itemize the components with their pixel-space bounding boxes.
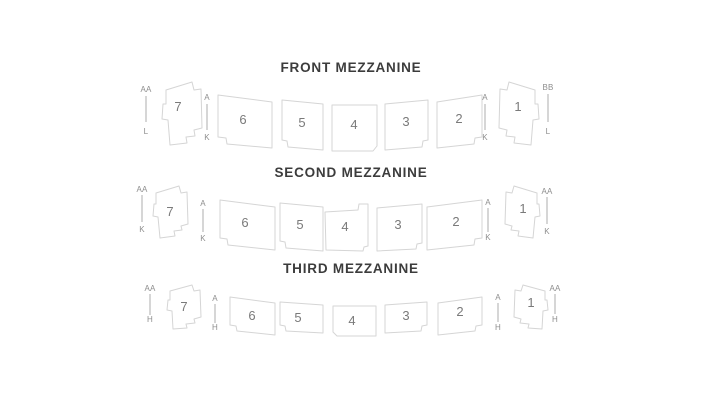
row-range-label-top: BB bbox=[542, 83, 553, 92]
front-mezzanine-map: AA L 7 A K 6 5 4 3 2 A K 1 BB L bbox=[140, 81, 553, 152]
second-mezzanine-section-1[interactable] bbox=[504, 185, 541, 239]
row-range-label-top: A bbox=[485, 198, 491, 207]
row-range-label-top: A bbox=[204, 93, 210, 102]
row-range-label-bottom: L bbox=[144, 127, 149, 136]
front-mezzanine-section-2[interactable] bbox=[436, 94, 483, 149]
section-number: 1 bbox=[519, 201, 526, 216]
second-mezzanine-section-5[interactable] bbox=[279, 202, 324, 252]
section-number: 4 bbox=[341, 219, 348, 234]
section-number: 1 bbox=[514, 99, 521, 114]
row-range-label-top: AA bbox=[549, 284, 561, 293]
section-number: 4 bbox=[348, 313, 355, 328]
section-number: 3 bbox=[402, 114, 409, 129]
section-number: 2 bbox=[452, 214, 459, 229]
section-number: 7 bbox=[166, 204, 173, 219]
second-mezzanine-section-4[interactable] bbox=[324, 203, 369, 252]
row-range-label-top: AA bbox=[136, 185, 148, 194]
section-number: 7 bbox=[180, 299, 187, 314]
row-range-label-top: A bbox=[212, 294, 218, 303]
third-mezzanine-section-2[interactable] bbox=[437, 296, 483, 336]
row-range-label-top: A bbox=[482, 93, 488, 102]
row-range-label-bottom: H bbox=[552, 315, 558, 324]
third-mezzanine-section-3[interactable] bbox=[384, 301, 428, 334]
section-number: 3 bbox=[394, 217, 401, 232]
section-number: 7 bbox=[174, 99, 181, 114]
section-number: 5 bbox=[294, 310, 301, 325]
third-mezzanine-section-5[interactable] bbox=[279, 301, 324, 334]
section-number: 3 bbox=[402, 308, 409, 323]
front-mezzanine-section-1[interactable] bbox=[498, 81, 540, 146]
section-number: 5 bbox=[296, 217, 303, 232]
third-mezzanine-section-4[interactable] bbox=[332, 305, 377, 337]
section-number: 2 bbox=[455, 111, 462, 126]
row-range-label-top: A bbox=[200, 199, 206, 208]
third-mezzanine-map: AA H 7 A H 6 5 4 3 2 A H 1 AA H bbox=[144, 284, 561, 337]
row-range-label-bottom: K bbox=[200, 234, 206, 243]
third-mezzanine-section-7[interactable] bbox=[166, 284, 202, 330]
row-range-label-bottom: K bbox=[139, 225, 145, 234]
level-title-third-mezzanine: THIRD MEZZANINE bbox=[283, 261, 419, 276]
third-mezzanine-section-1[interactable] bbox=[513, 284, 549, 330]
row-range-label-bottom: K bbox=[204, 133, 210, 142]
second-mezzanine-section-3[interactable] bbox=[376, 203, 423, 252]
section-number: 5 bbox=[298, 115, 305, 130]
third-mezzanine-section-6[interactable] bbox=[229, 296, 276, 336]
second-mezzanine-section-2[interactable] bbox=[426, 199, 483, 251]
front-mezzanine-section-4[interactable] bbox=[331, 104, 378, 152]
row-range-label-top: AA bbox=[541, 187, 553, 196]
row-range-label-bottom: H bbox=[212, 323, 218, 332]
row-range-label-bottom: K bbox=[544, 227, 550, 236]
second-mezzanine-section-7[interactable] bbox=[152, 185, 189, 239]
front-mezzanine-section-7[interactable] bbox=[161, 81, 203, 146]
front-mezzanine-section-3[interactable] bbox=[384, 99, 429, 151]
level-title-second-mezzanine: SECOND MEZZANINE bbox=[274, 165, 428, 180]
section-number: 1 bbox=[527, 295, 534, 310]
row-range-label-top: A bbox=[495, 293, 501, 302]
section-number: 6 bbox=[248, 308, 255, 323]
row-range-label-top: AA bbox=[140, 85, 152, 94]
second-mezzanine-map: AA K 7 A K 6 5 4 3 2 A K 1 AA K bbox=[136, 185, 553, 252]
row-range-label-top: AA bbox=[144, 284, 156, 293]
front-mezzanine-section-5[interactable] bbox=[281, 99, 324, 151]
row-range-label-bottom: K bbox=[482, 133, 488, 142]
level-title-front-mezzanine: FRONT MEZZANINE bbox=[280, 60, 422, 75]
section-number: 6 bbox=[239, 112, 246, 127]
row-range-label-bottom: H bbox=[495, 323, 501, 332]
row-range-label-bottom: L bbox=[546, 127, 551, 136]
second-mezzanine-section-6[interactable] bbox=[219, 199, 276, 251]
section-number: 2 bbox=[456, 304, 463, 319]
section-number: 4 bbox=[350, 117, 357, 132]
section-number: 6 bbox=[241, 215, 248, 230]
front-mezzanine-section-6[interactable] bbox=[217, 94, 273, 149]
row-range-label-bottom: H bbox=[147, 315, 153, 324]
row-range-label-bottom: K bbox=[485, 233, 491, 242]
